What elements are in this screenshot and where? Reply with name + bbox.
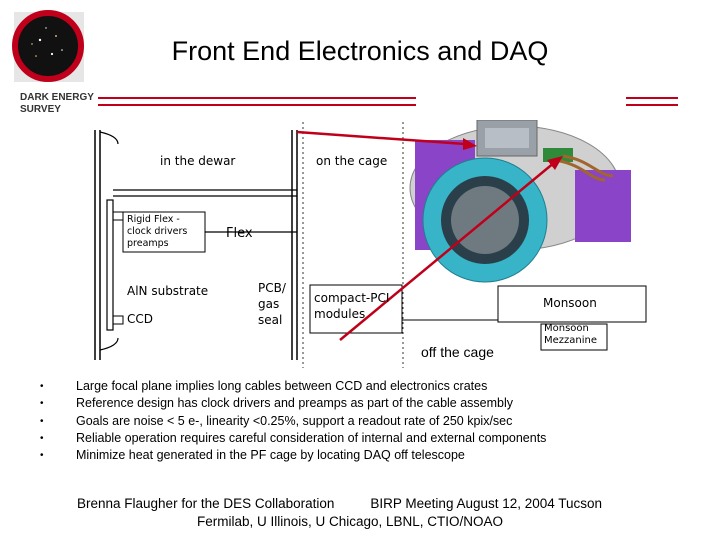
footer-institutions: Fermilab, U Illinois, U Chicago, LBNL, C…: [196, 514, 504, 529]
label-in-dewar: in the dewar: [160, 154, 236, 168]
footer-author: Brenna Flaugher for the DES Collaboratio…: [77, 496, 335, 511]
label-compact-pci-line2: modules: [314, 307, 366, 321]
electronics-diagram: in the dewar on the cage Rigid Flex - cl…: [85, 120, 655, 370]
bullet-dot: •: [40, 398, 44, 410]
label-rigid-flex: Rigid Flex - clock drivers preamps: [127, 214, 187, 250]
title-rule-left-top: [98, 97, 416, 99]
bullet-dot: •: [40, 450, 44, 462]
label-pcb-line3: seal: [258, 313, 283, 327]
org-name-line1: DARK ENERGY: [20, 92, 94, 103]
label-pcb-line2: gas: [258, 297, 280, 311]
bullet-dot: •: [40, 415, 44, 427]
bullet-text: Reliable operation requires careful cons…: [76, 430, 547, 445]
label-monsoon-mezzanine: Monsoon Mezzanine: [544, 323, 597, 347]
title-rule-left-bottom: [98, 104, 416, 106]
label-off-cage: off the cage: [421, 344, 494, 360]
title-rule-right-top: [626, 97, 678, 99]
list-item: • Minimize heat generated in the PF cage …: [40, 447, 700, 464]
list-item: • Large focal plane implies long cables b…: [40, 378, 700, 395]
label-mezz-line1: Monsoon: [544, 323, 589, 334]
bullet-text: Reference design has clock drivers and p…: [76, 396, 514, 411]
bullet-dot: •: [40, 432, 44, 444]
arrow-off-cage: [339, 161, 556, 341]
title-rule-right-bottom: [626, 104, 678, 106]
bullet-list: • Large focal plane implies long cables b…: [40, 378, 700, 464]
list-item: • Reliable operation requires careful con…: [40, 430, 700, 447]
org-name-line2: SURVEY: [20, 104, 61, 115]
label-pcb-gas-seal: PCB/ gas seal: [258, 280, 286, 328]
des-logo-graphic: [12, 10, 84, 82]
mezzanine-box: [540, 323, 608, 351]
label-mezz-line2: Mezzanine: [544, 335, 598, 346]
slide-title: Front End Electronics and DAQ: [171, 36, 549, 66]
list-item: • Goals are noise < 5 e-, linearity <0.25…: [40, 413, 700, 430]
bullet-text: Goals are noise < 5 e-, linearity <0.25%…: [76, 413, 513, 428]
organization-name: DARK ENERGY SURVEY: [20, 92, 110, 116]
label-flex: Flex: [226, 226, 253, 241]
label-compact-pci: compact-PCI modules: [314, 290, 389, 322]
footer-meeting: BIRP Meeting August 12, 2004 Tucson: [370, 496, 603, 511]
bullet-dot: •: [40, 381, 44, 392]
list-item: • Reference design has clock drivers and …: [40, 395, 700, 412]
label-rigid-flex-line2: clock drivers: [127, 226, 188, 237]
bullet-text: Minimize heat generated in the PF cage b…: [76, 448, 465, 463]
arrow-on-cage: [296, 130, 466, 146]
focal-plane-board: [106, 199, 114, 331]
des-logo: [6, 6, 90, 86]
label-ccd: CCD: [127, 312, 153, 326]
footer-line-1: Brenna Flaugher for the DES Collaboratio…: [77, 496, 602, 511]
label-on-cage: on the cage: [316, 154, 388, 168]
label-rigid-flex-line3: preamps: [127, 238, 169, 249]
label-compact-pci-line1: compact-PCI: [314, 291, 390, 305]
diagram-drawing: [94, 120, 647, 368]
rigid-flex-box: [122, 211, 206, 253]
compact-pci-box: [309, 284, 403, 334]
label-monsoon: Monsoon: [543, 296, 597, 310]
monsoon-box: [497, 285, 647, 323]
label-rigid-flex-line1: Rigid Flex -: [127, 214, 180, 225]
camera-render: [409, 120, 631, 283]
label-aln-substrate: AlN substrate: [127, 284, 209, 298]
label-pcb-line1: PCB/: [258, 281, 286, 295]
bullet-text: Large focal plane implies long cables be…: [76, 379, 488, 393]
